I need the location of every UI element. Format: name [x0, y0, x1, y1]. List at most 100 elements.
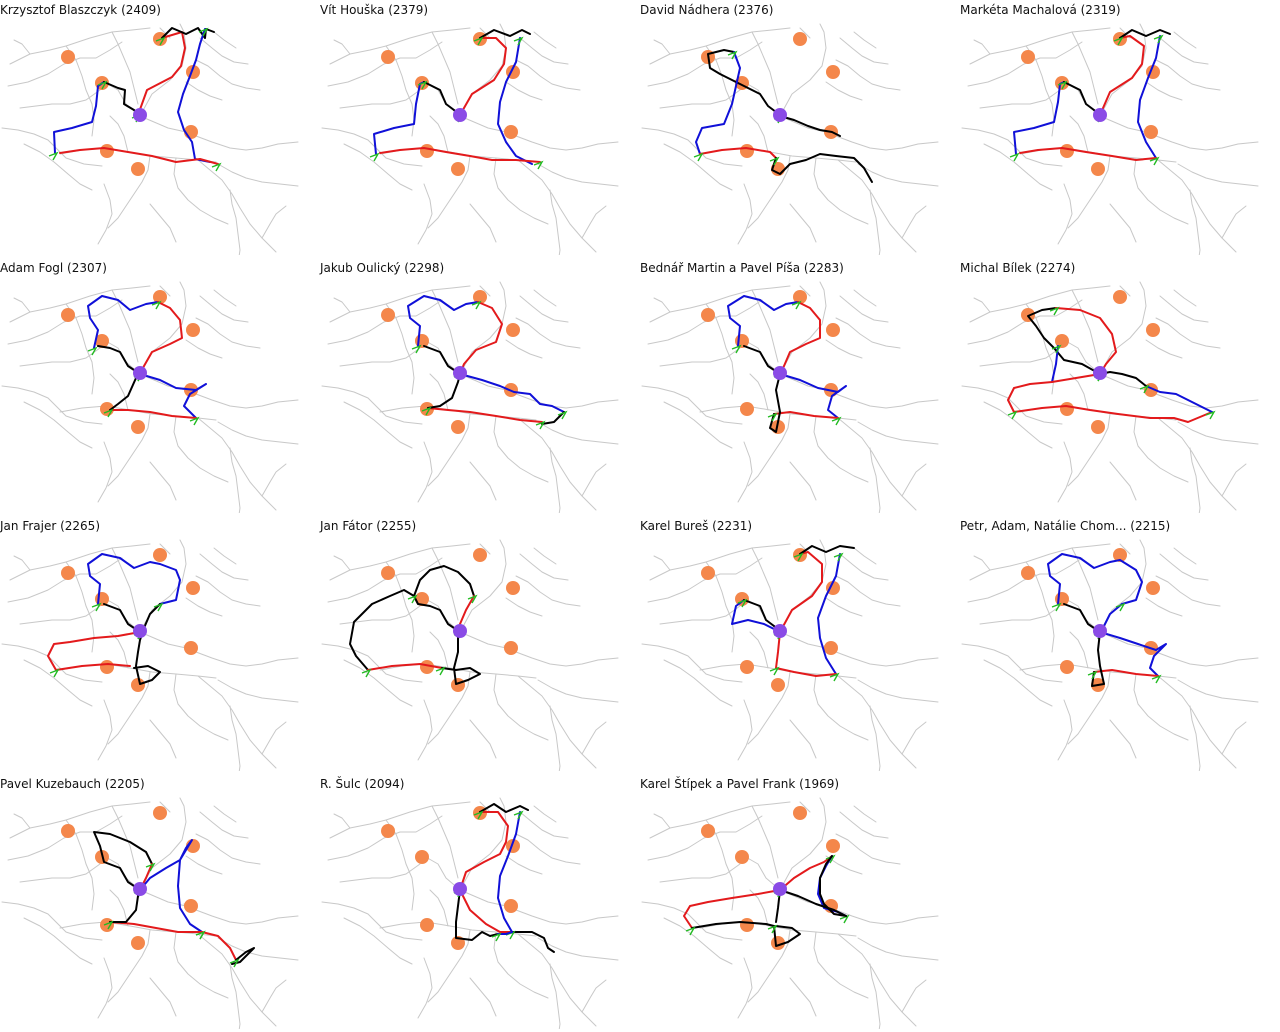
direction-marker: [491, 932, 502, 942]
route-leg: [731, 599, 781, 633]
direction-marker: [685, 926, 696, 936]
road-segment: [427, 413, 471, 487]
panel-title: Jakub Oulický (2298): [320, 261, 445, 275]
panel-title: R. Šulc (2094): [320, 777, 405, 791]
checkpoint-marker: [95, 334, 109, 348]
route-leg: [139, 301, 183, 375]
road-segment: [333, 555, 351, 571]
road-segment: [417, 441, 433, 503]
road-segment: [261, 205, 287, 239]
panel-title: Krzysztof Blaszczyk (2409): [0, 3, 161, 17]
route-leg: [459, 889, 513, 933]
road-segment: [663, 401, 733, 449]
road-segment: [837, 159, 917, 253]
route-leg: [177, 28, 211, 163]
road-segment: [1133, 157, 1189, 225]
route-leg: [1099, 631, 1167, 677]
road-segment: [705, 303, 735, 395]
road-segment: [853, 805, 877, 823]
road-segment: [789, 977, 817, 1017]
route-leg: [441, 631, 481, 685]
road-segment: [823, 387, 939, 409]
checkpoint-marker: [504, 899, 518, 913]
route-leg: [779, 115, 841, 137]
route-map: [641, 23, 939, 255]
road-segment: [1221, 721, 1247, 755]
checkpoint-marker: [1113, 290, 1127, 304]
panel-title: Jan Fátor (2255): [320, 519, 417, 533]
road-segment: [973, 39, 991, 55]
direction-marker: [195, 930, 206, 940]
road-segment: [503, 903, 619, 925]
road-segment: [417, 183, 433, 245]
road-segment: [173, 157, 229, 225]
checkpoint-marker: [381, 566, 395, 580]
checkpoint-marker: [1091, 420, 1105, 434]
road-segment: [185, 81, 223, 101]
road-segment: [537, 421, 619, 445]
direction-marker: [411, 344, 422, 354]
road-segment: [1067, 671, 1111, 745]
road-segment: [1145, 81, 1183, 101]
route-leg: [349, 589, 461, 671]
start-marker: [773, 882, 787, 896]
direction-marker: [1051, 344, 1062, 354]
road-segment: [519, 37, 569, 65]
road-segment: [343, 917, 413, 965]
road-segment: [813, 157, 869, 225]
panel-title: Markéta Machalová (2319): [960, 3, 1121, 17]
road-segment: [1133, 673, 1189, 741]
road-segment: [13, 297, 31, 313]
road-segment: [65, 303, 95, 395]
route-leg: [93, 831, 153, 891]
road-segment: [321, 901, 423, 941]
start-marker: [133, 882, 147, 896]
panel-title: David Nádhera (2376): [640, 3, 774, 17]
road-segment: [973, 297, 991, 313]
road-segment: [1189, 705, 1201, 771]
direction-marker: [731, 344, 742, 354]
road-segment: [1177, 421, 1259, 445]
road-segment: [19, 605, 101, 625]
road-segment: [431, 31, 459, 105]
checkpoint-marker: [100, 144, 114, 158]
road-segment: [469, 977, 497, 1017]
road-segment: [979, 89, 1061, 109]
road-segment: [1221, 205, 1247, 239]
road-segment: [195, 317, 261, 349]
route-leg: [133, 603, 161, 685]
direction-marker: [48, 151, 59, 161]
route-map: [321, 23, 619, 255]
road-segment: [857, 937, 939, 961]
road-segment: [649, 801, 791, 839]
road-segment: [19, 347, 101, 367]
panel-title: Petr, Adam, Natálie Chom... (2215): [960, 519, 1171, 533]
route-leg: [1027, 307, 1101, 375]
road-segment: [261, 979, 287, 1013]
road-segment: [185, 339, 223, 359]
road-segment: [1143, 129, 1259, 151]
road-segment: [185, 597, 223, 617]
route-map: [1, 23, 299, 255]
checkpoint-marker: [701, 308, 715, 322]
road-segment: [1177, 679, 1259, 703]
road-segment: [823, 645, 939, 667]
road-segment: [213, 805, 237, 823]
checkpoint-marker: [771, 678, 785, 692]
checkpoint-marker: [793, 32, 807, 46]
start-marker: [453, 366, 467, 380]
road-segment: [107, 413, 151, 487]
road-segment: [789, 461, 817, 501]
road-segment: [747, 929, 791, 1003]
road-segment: [533, 805, 557, 823]
checkpoint-marker: [61, 824, 75, 838]
route-leg: [707, 49, 781, 116]
road-segment: [197, 933, 277, 1027]
checkpoint-marker: [420, 918, 434, 932]
route-map-panel: David Nádhera (2376): [640, 0, 960, 258]
road-segment: [429, 889, 449, 927]
direction-marker: [793, 552, 804, 562]
road-segment: [549, 189, 561, 255]
road-segment: [705, 561, 735, 653]
direction-marker: [693, 152, 704, 162]
